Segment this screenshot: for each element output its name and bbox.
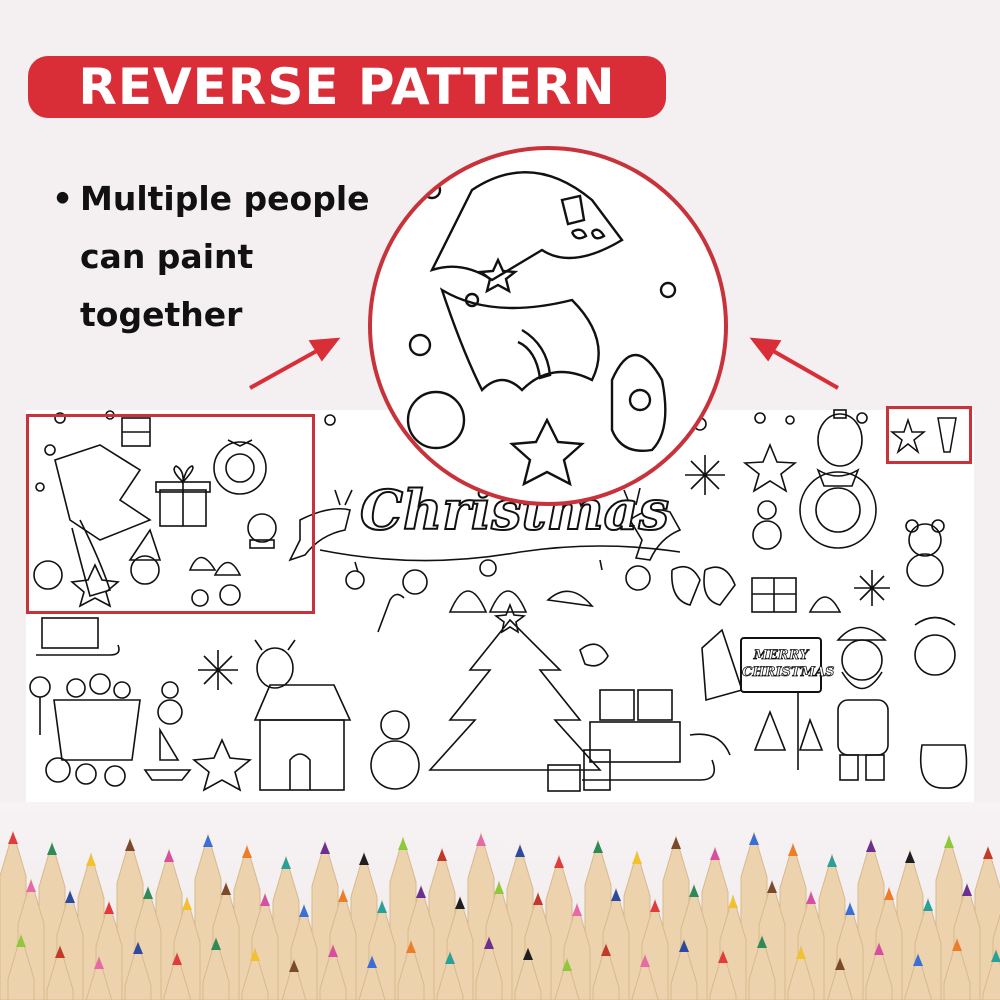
bell-icon xyxy=(448,559,528,613)
reindeer-icon xyxy=(623,487,682,561)
pencil-icon xyxy=(358,954,386,1000)
merry-christmas-sign: MERRY CHRISTMAS xyxy=(740,637,835,693)
magnified-view xyxy=(368,146,728,506)
pencil-icon xyxy=(826,956,854,1000)
wreath-icon xyxy=(213,439,267,495)
pencil-icon xyxy=(787,945,815,1000)
pencil-icon xyxy=(592,942,620,1000)
sleigh-gifts-icon xyxy=(582,689,731,781)
arrow-left-head xyxy=(308,337,341,362)
wreath-icon xyxy=(799,468,877,549)
snowflake-icon xyxy=(854,570,890,606)
bow-icon xyxy=(570,228,606,240)
zoom-source-box xyxy=(26,414,315,614)
pencil-icon xyxy=(514,946,542,1000)
tree-small-icon xyxy=(753,709,824,751)
pencil-icon xyxy=(241,947,269,1000)
snow-globe-icon xyxy=(247,513,277,549)
reverse-source-box xyxy=(886,406,972,464)
pencil-icon xyxy=(202,936,230,1000)
arrow-right-icon xyxy=(767,346,839,390)
teddy-bear-icon xyxy=(905,519,945,587)
star-icon xyxy=(191,738,253,792)
pencil-icon xyxy=(982,948,1000,1000)
christmas-tree xyxy=(428,602,602,771)
pencil-icon xyxy=(46,944,74,1000)
snowman-icon xyxy=(370,710,420,790)
lantern-icon xyxy=(560,194,586,226)
title-banner: REVERSE PATTERN xyxy=(28,56,666,118)
pencil-icon xyxy=(709,949,737,1000)
gift-bag-icon xyxy=(53,673,141,761)
star-icon xyxy=(509,417,585,487)
gift-icon xyxy=(155,465,211,527)
bell-icon xyxy=(808,596,842,613)
gifts-small xyxy=(547,749,611,792)
gift-icon xyxy=(751,577,797,613)
snowman-icon xyxy=(752,500,782,550)
ornament-icon xyxy=(914,616,956,676)
arrow-left-icon xyxy=(249,346,323,390)
ornament-icon xyxy=(817,409,863,467)
reindeer-face-icon xyxy=(254,639,296,689)
sack-icon xyxy=(919,744,968,789)
pencil-icon xyxy=(7,933,35,1000)
bullet-marker: • xyxy=(52,179,74,218)
pencil-icon xyxy=(553,957,581,1000)
gingerbread-house-icon xyxy=(253,684,352,791)
lantern-icon xyxy=(121,417,151,447)
ornaments-pile xyxy=(45,757,126,787)
sled-icon xyxy=(36,617,120,656)
bullet-text: Multiple people can paint together xyxy=(80,179,370,334)
pencil-icon xyxy=(943,937,971,1000)
lollipop-icon xyxy=(29,676,51,735)
bird-icon xyxy=(579,643,609,667)
ornament-icon xyxy=(659,281,677,299)
arrow-right-head xyxy=(749,337,782,362)
pencil-icon xyxy=(436,950,464,1000)
snowflake-icon xyxy=(198,650,238,690)
flower-icon xyxy=(408,333,432,357)
pencil-icon xyxy=(319,943,347,1000)
snowflake-icon xyxy=(685,455,725,495)
santa-icon xyxy=(836,626,889,781)
ornaments-row xyxy=(345,559,651,595)
snowman-icon xyxy=(157,681,183,725)
pencil-icon xyxy=(748,934,776,1000)
tree-branch xyxy=(429,171,624,282)
ornament-icon xyxy=(937,417,957,453)
pencil-icon xyxy=(280,958,308,1000)
santa-hat-icon xyxy=(546,590,594,608)
star-icon xyxy=(477,257,519,294)
mitten-icon xyxy=(671,565,736,606)
reindeer-icon xyxy=(288,489,353,562)
gnome-tree-cluster xyxy=(33,444,162,608)
pencil-icon xyxy=(124,940,152,1000)
sailboat-icon xyxy=(143,727,192,781)
candy-cane-icon xyxy=(517,328,552,380)
gnome-face xyxy=(628,388,652,412)
pencil-icon xyxy=(475,935,503,1000)
tree-branch xyxy=(439,287,600,393)
string-lights xyxy=(319,545,681,562)
magnified-drawing xyxy=(406,171,677,487)
ornament-icon xyxy=(406,390,466,450)
banner-title: REVERSE PATTERN xyxy=(78,58,616,116)
pencil-icon xyxy=(865,941,893,1000)
candy-cane-icon xyxy=(377,593,405,633)
ornament-icon xyxy=(464,292,480,308)
gnome-icon xyxy=(610,353,667,452)
star-icon xyxy=(889,417,927,455)
star-icon xyxy=(742,442,798,493)
pencil-icon xyxy=(670,938,698,1000)
pencil-icon xyxy=(85,955,113,1000)
bells-cluster xyxy=(188,556,242,607)
feature-bullet: • Multiple people can paint together xyxy=(52,170,372,344)
pencil-icon xyxy=(397,939,425,1000)
